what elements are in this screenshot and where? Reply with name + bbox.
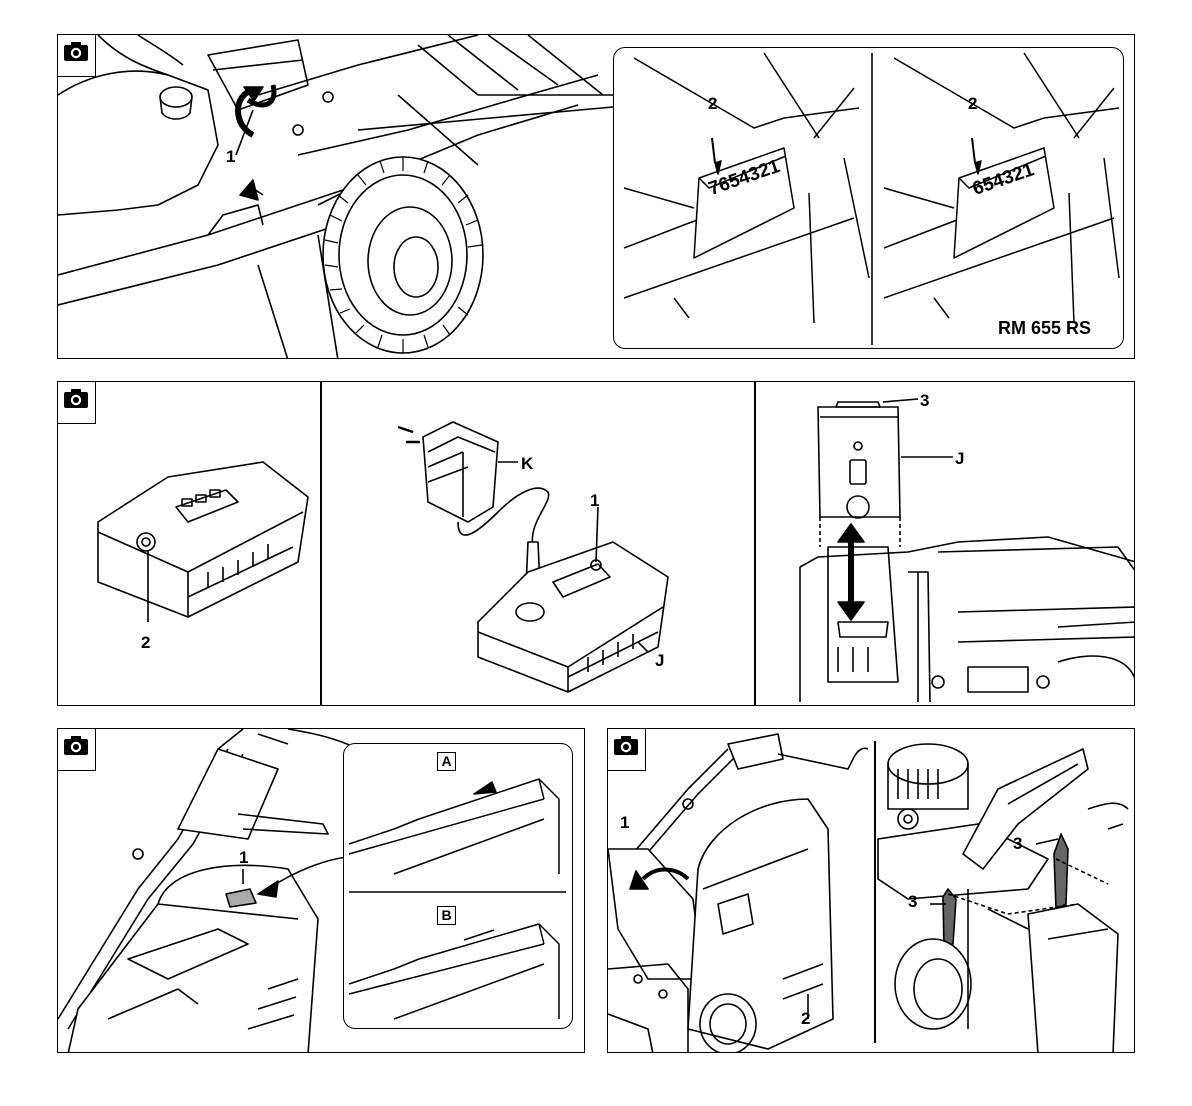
figure-4-panel: 1 2 3 3 <box>607 728 1135 1053</box>
model-name: RM 655 RS <box>998 318 1091 339</box>
label-indicator: 1 <box>239 849 248 866</box>
figure-2-panel: 2 K 1 J J 3 <box>57 381 1135 706</box>
label-handle: 3 <box>920 392 929 409</box>
indicator-states-drawing <box>344 744 573 1029</box>
label-led-button: 1 <box>590 492 599 509</box>
battery-and-charger-illustration <box>58 382 1135 706</box>
camera-icon <box>58 382 96 424</box>
label-flap: 1 <box>620 814 629 831</box>
camera-icon <box>58 729 96 771</box>
label-state-b: B <box>437 906 456 925</box>
camera-icon <box>58 35 96 77</box>
label-hook-right: 3 <box>1013 835 1022 852</box>
label-serial-right: 2 <box>968 95 977 112</box>
serial-number-inset: 2 2 7654321 654321 RM 655 RS <box>613 47 1124 349</box>
label-state-a: A <box>437 752 456 771</box>
label-hook-left: 3 <box>908 893 917 910</box>
figure-3-panel: 1 A B <box>57 728 585 1053</box>
label-charger: K <box>521 455 533 472</box>
label-lever: 1 <box>226 148 235 165</box>
label-battery-pack: J <box>655 652 664 669</box>
figure-1-panel: 1 <box>57 34 1135 359</box>
label-battery-socket: 2 <box>141 634 150 651</box>
serial-plate-drawings <box>614 48 1124 349</box>
indicator-states-inset: A B <box>343 743 573 1029</box>
label-serial-left: 2 <box>708 95 717 112</box>
camera-icon <box>608 729 646 771</box>
grass-catcher-mounting-illustration <box>608 729 1135 1053</box>
label-catcher: 2 <box>801 1010 810 1027</box>
label-battery-upright: J <box>955 450 964 467</box>
